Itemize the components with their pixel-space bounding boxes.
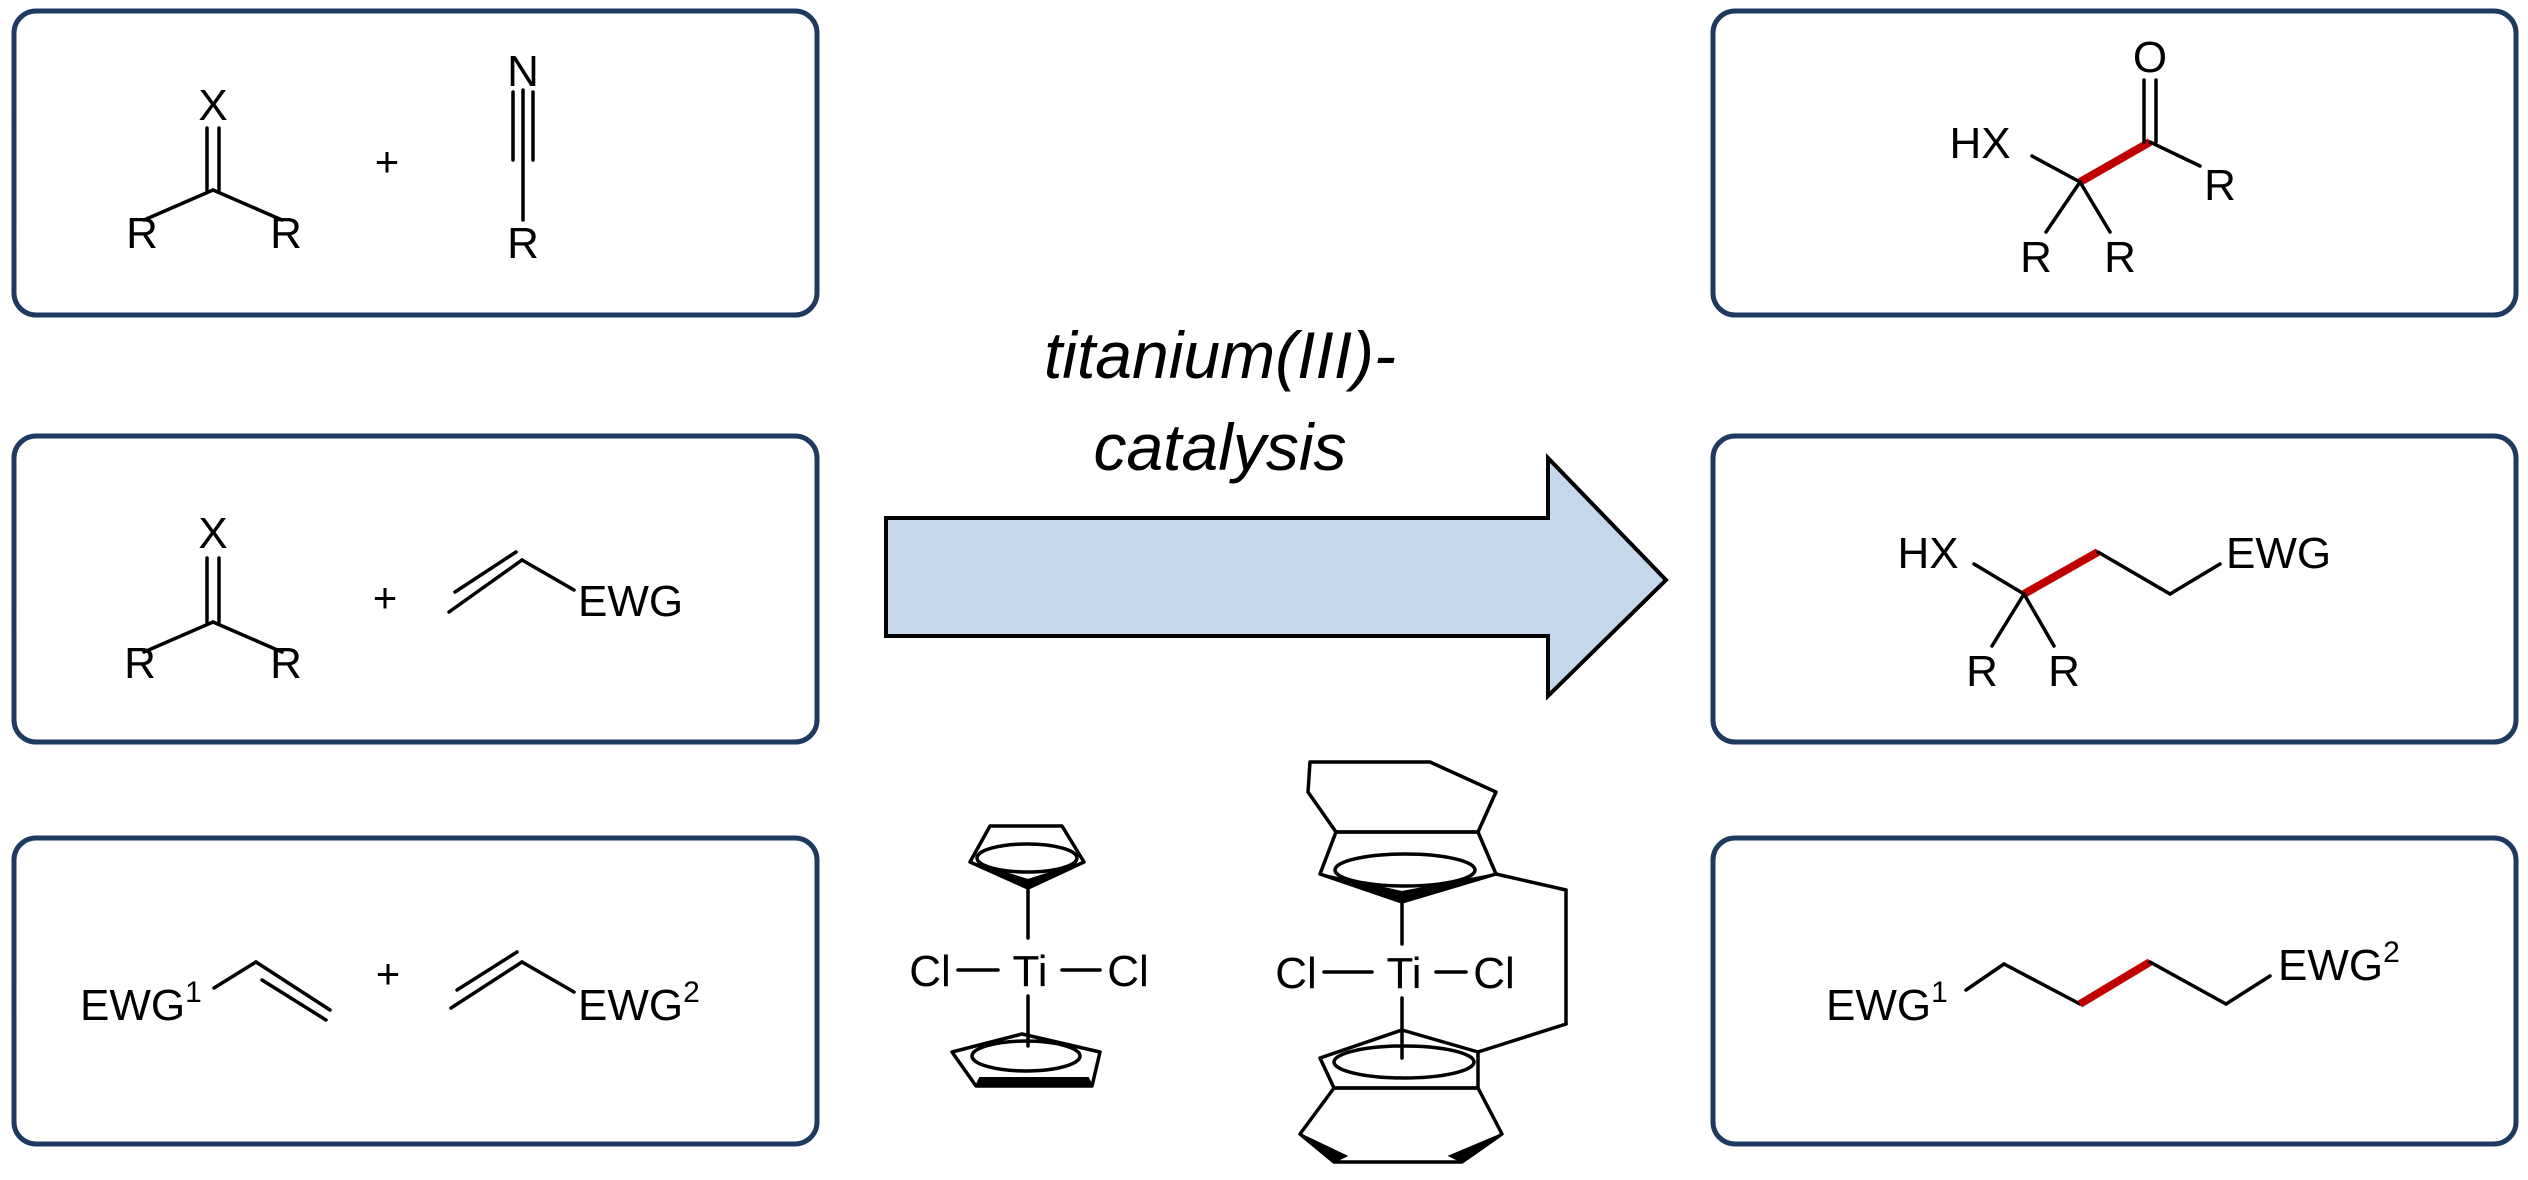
substrate-box-2	[11, 433, 820, 745]
atom-label-cl: Cl	[1275, 949, 1317, 998]
atom-label-r: R	[126, 209, 158, 258]
alkene-acceptor-1: EWG1	[80, 960, 332, 1030]
atom-label-r: R	[1966, 647, 1998, 696]
atom-label-x: X	[198, 509, 227, 558]
group-label-hx: HX	[1949, 119, 2010, 168]
atom-label-ti: Ti	[1386, 949, 1421, 998]
plus-sign: +	[375, 138, 400, 185]
titanocene-dichloride: Ti Cl Cl	[909, 824, 1149, 1088]
atom-label-cl: Cl	[1473, 949, 1515, 998]
group-label-ewg2: EWG2	[578, 976, 700, 1030]
plus-sign: +	[373, 574, 398, 621]
atom-label-r: R	[2204, 161, 2236, 210]
group-label-ewg1: EWG1	[1826, 976, 1948, 1030]
carbonyl-compound-1: X R R	[126, 81, 302, 258]
atom-label-n: N	[507, 47, 539, 96]
arrow-label-line1: titanium(III)-	[1044, 318, 1396, 392]
product-giese-adduct: HX EWG R R	[1897, 529, 2331, 696]
arrow-label-line2: catalysis	[1093, 410, 1346, 484]
substrate-box-1	[11, 8, 820, 318]
atom-label-x: X	[198, 81, 227, 130]
atom-label-o: O	[2133, 33, 2167, 82]
atom-label-cl: Cl	[909, 947, 951, 996]
atom-label-r: R	[124, 639, 156, 688]
product-hydroxy-ketone: HX R O R R	[1949, 33, 2235, 282]
group-label-hx: HX	[1897, 529, 1958, 578]
alkene-acceptor-2: EWG2	[449, 950, 700, 1030]
group-label-ewg2: EWG2	[2278, 936, 2400, 990]
atom-label-r: R	[2020, 233, 2052, 282]
plus-sign: +	[376, 950, 401, 997]
reaction-arrow	[884, 453, 1669, 701]
carbonyl-compound-2: X R R	[124, 509, 302, 688]
product-box-2	[1710, 433, 2519, 745]
nitrile-compound: N R	[507, 47, 539, 268]
group-label-ewg: EWG	[578, 577, 683, 626]
atom-label-r: R	[2104, 233, 2136, 282]
substrate-box-3	[11, 835, 820, 1147]
ansa-titanocene-dichloride: Ti Cl Cl	[1275, 760, 1568, 1164]
product-dimer: EWG1 EWG2	[1826, 936, 2400, 1030]
atom-label-r: R	[270, 209, 302, 258]
group-label-ewg: EWG	[2226, 529, 2331, 578]
alkene-acceptor: EWG	[447, 550, 683, 626]
atom-label-r: R	[270, 639, 302, 688]
product-box-3	[1710, 835, 2519, 1147]
atom-label-ti: Ti	[1012, 947, 1047, 996]
atom-label-r: R	[2048, 647, 2080, 696]
atom-label-cl: Cl	[1107, 947, 1149, 996]
atom-label-r: R	[507, 219, 539, 268]
group-label-ewg1: EWG1	[80, 976, 202, 1030]
